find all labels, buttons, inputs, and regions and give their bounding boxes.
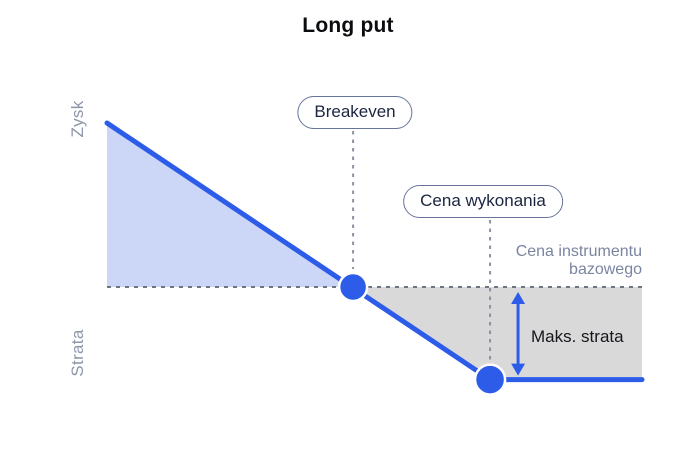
max-loss-arrow-head-up (511, 292, 526, 304)
max-loss-arrow-head-down (511, 363, 526, 376)
chart-title: Long put (302, 14, 394, 37)
underlying-price-axis-label: Cena instrumentu bazowego (516, 243, 642, 279)
breakeven-label-pill: Breakeven (297, 96, 413, 129)
breakeven-label-text: Breakeven (314, 102, 396, 121)
loss-region-fill (353, 287, 642, 380)
breakeven-point (337, 271, 369, 303)
underlying-price-line1: Cena instrumentu (515, 243, 642, 260)
max-loss-label: Maks. strata (531, 327, 624, 346)
strike-price-label-pill: Cena wykonania (403, 185, 563, 218)
strike-point (473, 363, 507, 396)
underlying-price-line2: bazowego (569, 261, 642, 278)
strike-price-label-text: Cena wykonania (420, 191, 546, 210)
